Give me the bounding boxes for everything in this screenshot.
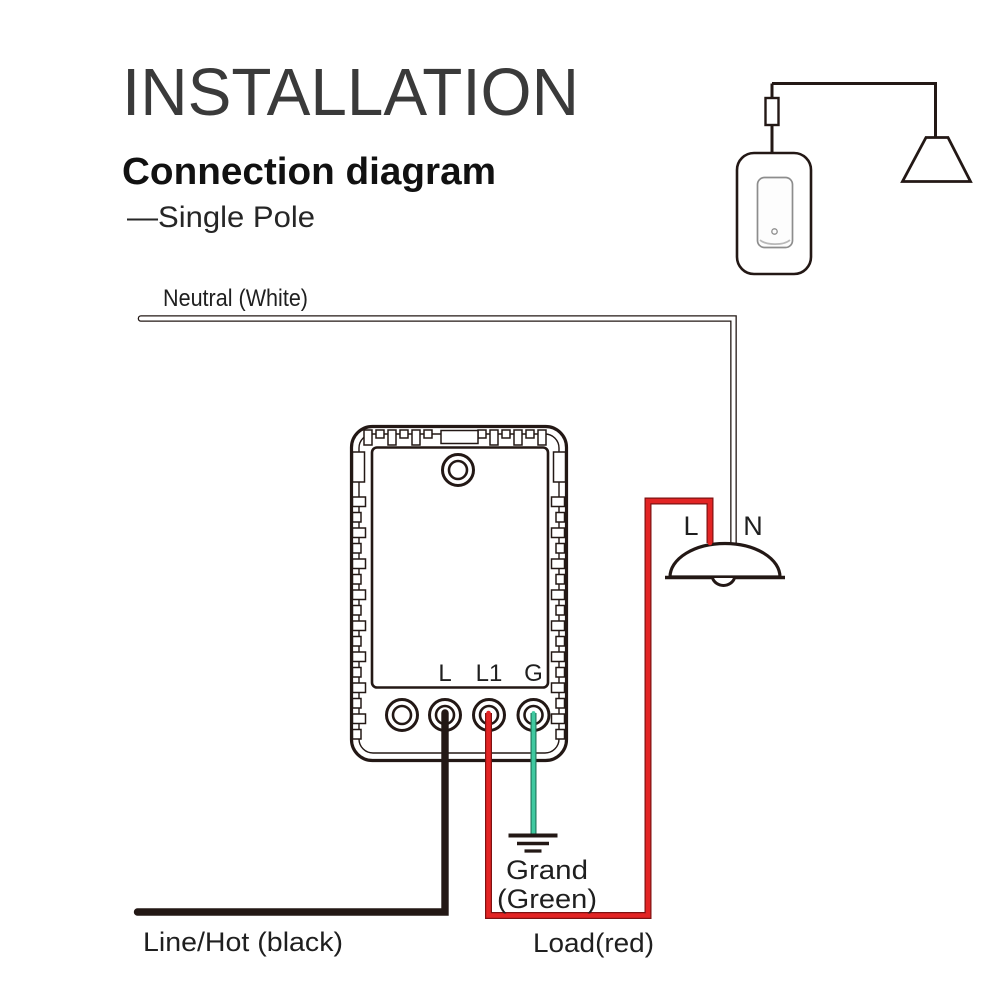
module-vent-teeth bbox=[351, 429, 567, 740]
load-wire-label: Load(red) bbox=[533, 928, 654, 958]
vent-tooth bbox=[351, 573, 362, 585]
vent-tooth bbox=[550, 558, 566, 570]
lamp-bulb bbox=[711, 577, 736, 587]
vent-tooth bbox=[555, 728, 566, 740]
vent-tooth bbox=[555, 511, 566, 523]
paddle-shadow bbox=[759, 239, 791, 246]
ground-wire-label-line2: (Green) bbox=[497, 884, 597, 914]
line-hot-wire-label: Line/Hot (black) bbox=[143, 927, 343, 957]
vent-tooth bbox=[513, 429, 523, 446]
vent-tooth bbox=[555, 542, 566, 554]
module-face-panel bbox=[370, 446, 550, 689]
vent-tooth bbox=[423, 429, 433, 439]
vent-tooth bbox=[501, 429, 511, 439]
vent-tooth bbox=[351, 589, 367, 601]
neutral-wire-label: Neutral (White) bbox=[163, 285, 308, 312]
terminal-inner bbox=[391, 704, 413, 726]
load-wire bbox=[486, 498, 713, 918]
lamp-live-terminal-label: L bbox=[683, 511, 698, 541]
vent-tooth bbox=[555, 635, 566, 647]
vent-tooth bbox=[351, 635, 362, 647]
lamp-neutral-terminal-label: N bbox=[743, 511, 763, 541]
vent-tooth bbox=[550, 620, 566, 632]
vent-tooth bbox=[351, 697, 362, 709]
vent-tooth bbox=[555, 604, 566, 616]
vent-tooth bbox=[351, 604, 362, 616]
vent-tooth bbox=[351, 451, 366, 483]
vent-tooth bbox=[550, 651, 566, 663]
vent-tooth bbox=[555, 697, 566, 709]
wire-connector-icon bbox=[764, 96, 780, 127]
terminal-label-l: L bbox=[438, 660, 451, 687]
vent-tooth bbox=[550, 682, 566, 694]
vent-tooth bbox=[550, 713, 566, 725]
wall-switch-paddle bbox=[756, 176, 794, 249]
vent-tooth bbox=[351, 620, 367, 632]
vent-tooth bbox=[489, 429, 499, 446]
smart-switch-module: L L1 G bbox=[349, 424, 569, 763]
vent-tooth bbox=[537, 429, 547, 446]
vent-tooth bbox=[399, 429, 409, 439]
vent-tooth bbox=[550, 527, 566, 539]
vent-tooth bbox=[477, 429, 487, 439]
switch-to-lamp-wire bbox=[770, 82, 937, 153]
vent-tooth bbox=[351, 542, 362, 554]
pendant-lamp-shade bbox=[900, 136, 973, 183]
terminal-unused bbox=[385, 698, 419, 732]
page-title: INSTALLATION bbox=[122, 55, 579, 130]
vent-tooth bbox=[375, 429, 385, 439]
section-title: Connection diagram bbox=[122, 151, 496, 193]
paddle-indicator-icon bbox=[771, 228, 778, 235]
vent-tooth bbox=[555, 573, 566, 585]
vent-tooth bbox=[387, 429, 397, 446]
vent-tooth bbox=[555, 666, 566, 678]
terminal-label-l1: L1 bbox=[476, 660, 503, 687]
vent-tooth bbox=[351, 558, 367, 570]
vent-tooth bbox=[550, 589, 566, 601]
vent-tooth bbox=[351, 511, 362, 523]
line-hot-wire bbox=[133, 709, 449, 916]
vent-tooth bbox=[351, 713, 367, 725]
vent-tooth bbox=[552, 451, 567, 483]
vent-tooth bbox=[550, 496, 566, 508]
vent-tooth bbox=[351, 682, 367, 694]
ground-symbol bbox=[508, 833, 558, 853]
neutral-wire bbox=[139, 316, 736, 547]
vent-tooth bbox=[351, 666, 362, 678]
lamp-dome bbox=[668, 541, 782, 579]
wall-switch-and-pendant bbox=[735, 82, 973, 276]
terminal-label-g: G bbox=[524, 660, 543, 687]
vent-tooth bbox=[351, 496, 367, 508]
vent-tooth bbox=[351, 527, 367, 539]
mounting-screw-inner bbox=[447, 459, 469, 481]
vent-tooth bbox=[363, 429, 373, 446]
vent-tooth bbox=[351, 728, 362, 740]
vent-tooth bbox=[411, 429, 421, 446]
variant-label: —Single Pole bbox=[127, 201, 315, 234]
ground-wire-label-line1: Grand bbox=[506, 855, 588, 885]
vent-tooth bbox=[351, 651, 367, 663]
vent-tooth bbox=[525, 429, 535, 439]
module-top-tab bbox=[440, 429, 479, 445]
ceiling-lamp: L N bbox=[665, 511, 785, 587]
